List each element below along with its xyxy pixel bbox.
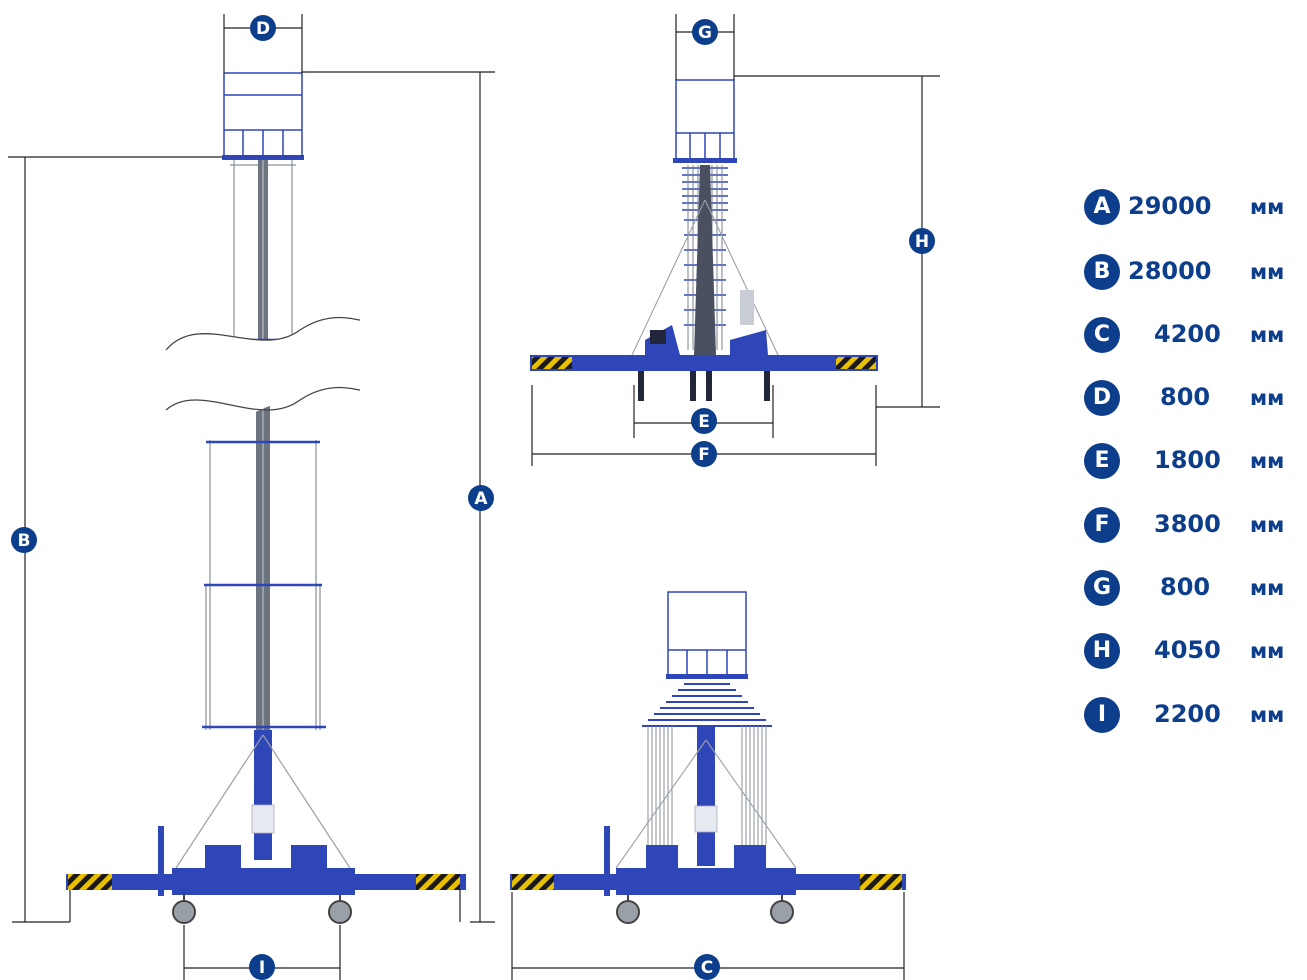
marker-b: B (11, 527, 37, 553)
svg-text:C: C (701, 958, 713, 978)
legend-row-e: E 1800 мм (1084, 443, 1304, 479)
extended-base (66, 826, 466, 924)
legend-badge: F (1084, 507, 1120, 543)
marker-f: F (691, 441, 717, 467)
legend-unit: мм (1250, 323, 1285, 347)
legend-value: 4200 (1154, 320, 1221, 348)
marker-h: H (909, 228, 935, 254)
legend-row-i: I 2200 мм (1084, 697, 1304, 733)
legend-row-c: C 4200 мм (1084, 317, 1304, 353)
marker-c: C (694, 954, 720, 980)
legend-unit: мм (1250, 639, 1285, 663)
svg-text:H: H (915, 232, 929, 252)
legend-badge: I (1084, 697, 1120, 733)
legend-badge: E (1084, 443, 1120, 479)
legend-unit: мм (1250, 449, 1285, 473)
legend-badge: C (1084, 317, 1120, 353)
legend-unit: мм (1250, 513, 1285, 537)
legend-row-h: H 4050 мм (1084, 633, 1304, 669)
marker-i: I (249, 954, 275, 980)
legend-unit: мм (1250, 703, 1285, 727)
marker-a: A (468, 485, 494, 511)
svg-text:G: G (698, 23, 712, 43)
side-view (530, 79, 878, 401)
legend-value: 4050 (1154, 636, 1221, 664)
retracted-lift-view (510, 591, 906, 924)
legend-value: 28000 (1128, 257, 1212, 285)
extended-lift-view (66, 72, 466, 924)
legend-unit: мм (1250, 576, 1285, 600)
svg-text:I: I (259, 958, 265, 978)
legend-badge: D (1084, 380, 1120, 416)
legend-row-b: B 28000 мм (1084, 254, 1304, 290)
legend-row-g: G 800 мм (1084, 570, 1304, 606)
svg-text:F: F (698, 445, 710, 465)
legend-badge: B (1084, 254, 1120, 290)
legend-value: 800 (1160, 383, 1211, 411)
dimension-lines-side (531, 14, 940, 466)
marker-d: D (250, 15, 276, 41)
svg-text:A: A (474, 489, 488, 509)
legend-unit: мм (1250, 386, 1285, 410)
legend-value: 29000 (1128, 192, 1212, 220)
extended-mast-break (165, 316, 361, 418)
svg-text:B: B (18, 531, 31, 551)
marker-g: G (692, 19, 718, 45)
legend-row-f: F 3800 мм (1084, 507, 1304, 543)
legend-value: 1800 (1154, 446, 1221, 474)
legend-row-a: A 29000 мм (1084, 189, 1304, 225)
legend-unit: мм (1250, 195, 1285, 219)
svg-text:D: D (256, 19, 270, 39)
legend-value: 800 (1160, 573, 1211, 601)
legend-row-d: D 800 мм (1084, 380, 1304, 416)
svg-text:E: E (698, 412, 710, 432)
legend-value: 3800 (1154, 510, 1221, 538)
legend-unit: мм (1250, 260, 1285, 284)
legend-badge: H (1084, 633, 1120, 669)
extended-platform-basket (223, 72, 303, 158)
legend-badge: G (1084, 570, 1120, 606)
legend-value: 2200 (1154, 700, 1221, 728)
marker-e: E (691, 408, 717, 434)
legend-badge: A (1084, 189, 1120, 225)
